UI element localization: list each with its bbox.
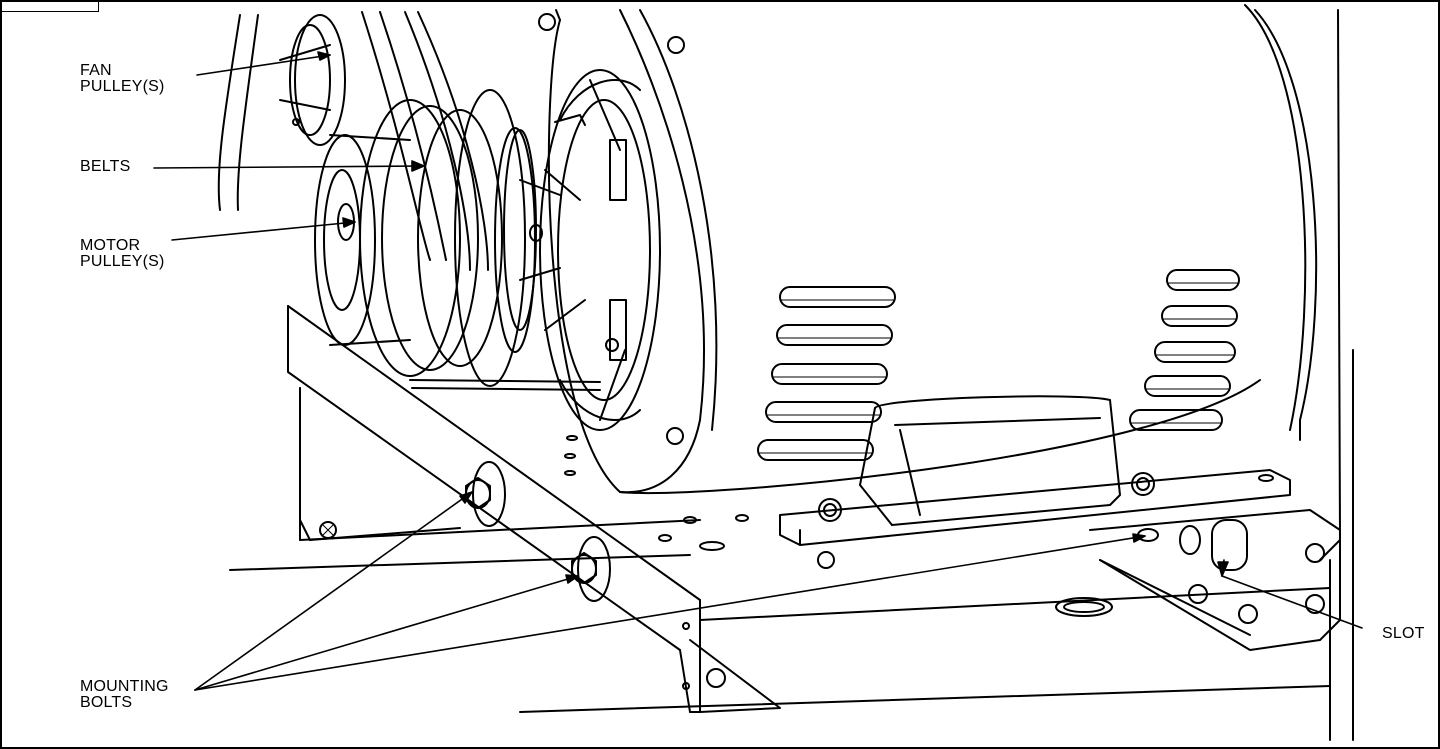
base-plate-holes [564, 435, 749, 551]
adjustment-plate [779, 469, 1291, 569]
header-tab-notch [2, 2, 99, 12]
front-angle-iron [287, 305, 781, 713]
motor-cradle [859, 395, 1121, 526]
motor-pulley-label: MOTOR PULLEY(S) [80, 237, 165, 270]
right-slotted-bracket [1089, 509, 1341, 651]
fan-pulley-label: FAN PULLEY(S) [80, 62, 165, 95]
callout-leaders [153, 51, 1363, 691]
fan-pulley [279, 14, 346, 146]
left-bracket [299, 387, 461, 541]
motor-vent-louvers-left [757, 286, 896, 461]
mounting-bolts-label: MOUNTING BOLTS [80, 678, 169, 711]
motor-pulley [314, 89, 536, 387]
slot-label: SLOT [1382, 625, 1425, 642]
motor-vent-louvers-right [1129, 269, 1240, 431]
drive-belts [217, 11, 489, 271]
belts-label: BELTS [80, 158, 131, 175]
motor-end-bell [538, 13, 685, 445]
